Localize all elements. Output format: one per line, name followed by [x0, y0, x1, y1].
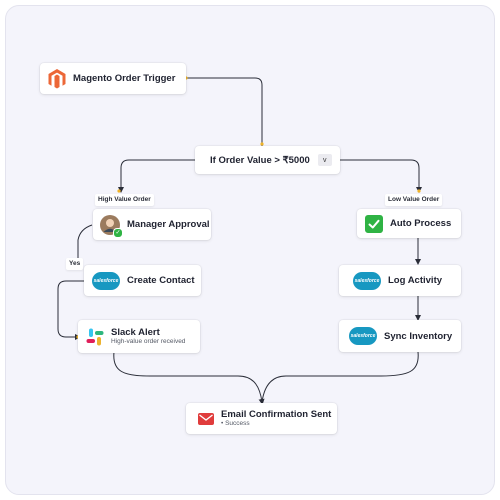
- salesforce-icon: salesforce: [353, 271, 381, 290]
- sync-inventory-label: Sync Inventory: [384, 330, 453, 342]
- email-status: • Success: [221, 420, 250, 427]
- email-text-group: Email Confirmation Sent • Success: [221, 409, 331, 428]
- avatar: ✓: [100, 214, 123, 238]
- connector-dot: [417, 189, 421, 193]
- slack-to-email-line: [113, 351, 265, 405]
- condition-to-high-line: [118, 159, 196, 193]
- email-icon: [198, 412, 214, 425]
- yes-branch-label: Yes: [66, 258, 84, 270]
- email-label: Email Confirmation Sent: [221, 409, 332, 420]
- chevron-down-icon[interactable]: v: [317, 154, 332, 166]
- condition-node[interactable]: If Order Value > ₹5000 v: [195, 146, 340, 174]
- trigger-to-condition-line: [186, 77, 263, 146]
- log-activity-label: Log Activity: [388, 275, 443, 286]
- salesforce-icon: salesforce: [349, 327, 377, 345]
- contact-label: Create Contact: [127, 275, 195, 286]
- checkmark-icon: [365, 214, 383, 233]
- high-value-branch-label: High Value Order: [95, 194, 154, 206]
- slack-sublabel: High-value order received: [111, 338, 186, 345]
- magento-icon: [48, 68, 66, 89]
- slack-alert-node[interactable]: Slack Alert High-value order received: [78, 320, 200, 353]
- slack-text-group: Slack Alert High-value order received: [111, 327, 185, 346]
- create-contact-node[interactable]: salesforce Create Contact: [84, 265, 201, 296]
- manager-approval-node[interactable]: ✓ Manager Approval: [93, 209, 211, 240]
- connector-dot: [117, 189, 121, 193]
- magento-trigger-node[interactable]: Magento Order Trigger: [40, 63, 186, 94]
- condition-label: If Order Value > ₹5000: [210, 154, 310, 166]
- approval-label: Manager Approval: [127, 219, 210, 230]
- slack-label: Slack Alert: [111, 327, 160, 338]
- low-value-branch-label: Low Value Order: [385, 194, 443, 206]
- contact-to-slack-loop: [57, 280, 84, 340]
- connector-dot: [260, 142, 264, 146]
- salesforce-icon: salesforce: [92, 271, 120, 290]
- trigger-label: Magento Order Trigger: [73, 73, 176, 84]
- sync-inventory-node[interactable]: salesforce Sync Inventory: [339, 320, 461, 352]
- log-activity-node[interactable]: salesforce Log Activity: [339, 265, 461, 296]
- sync-to-email-line: [261, 351, 419, 403]
- verified-badge-icon: ✓: [113, 227, 123, 238]
- auto-process-label: Auto Process: [390, 218, 452, 229]
- condition-to-low-line: [340, 159, 422, 193]
- approval-to-yes-line: [77, 224, 93, 258]
- auto-process-node[interactable]: Auto Process: [357, 209, 461, 238]
- email-confirmation-node[interactable]: Email Confirmation Sent • Success: [186, 403, 337, 434]
- slack-icon: [86, 328, 104, 346]
